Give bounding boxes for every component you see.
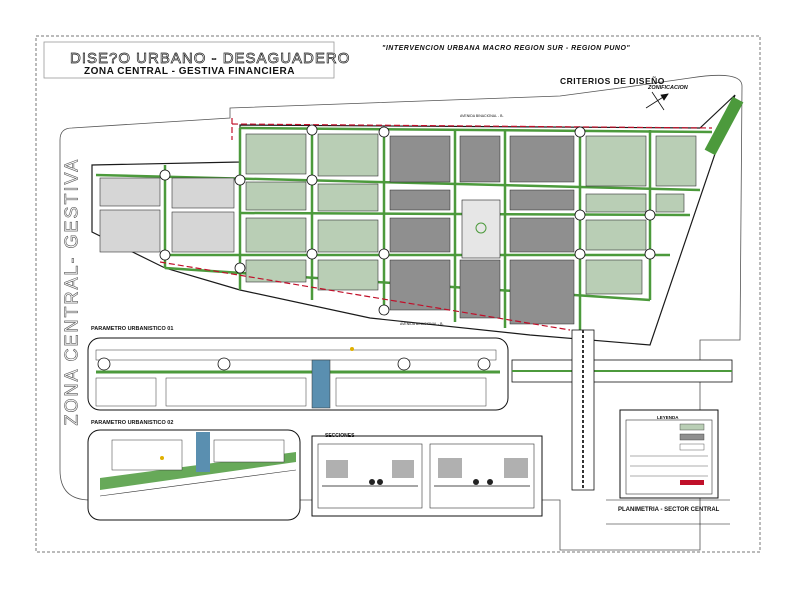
block <box>389 259 451 311</box>
sections-label: SECCIONES <box>325 433 355 439</box>
detail-panel-02 <box>87 429 301 521</box>
block <box>389 189 451 211</box>
roundabout <box>378 304 390 316</box>
blocks-gray <box>389 135 575 325</box>
roundabout <box>574 126 586 138</box>
block <box>245 259 307 283</box>
axis-south <box>159 261 571 331</box>
title-box <box>43 41 335 79</box>
param-01-label: PARAMETRO URBANISTICO 01 <box>91 326 174 332</box>
detail-panel-01 <box>87 337 509 411</box>
blocks-west <box>99 177 235 253</box>
north-arrow-icon <box>645 91 669 111</box>
road-label-north: AVENIDA BINACIONAL - B- <box>460 114 504 118</box>
roundabout <box>574 209 586 221</box>
block <box>389 135 451 183</box>
block <box>509 135 575 183</box>
highway-diagonal <box>704 96 744 156</box>
roundabout <box>644 248 656 260</box>
plan-title: PLANIMETRIA - SECTOR CENTRAL <box>618 507 720 513</box>
plaza-fountain <box>475 222 487 234</box>
roundabout <box>306 174 318 186</box>
block <box>585 193 647 213</box>
axis-lines <box>159 118 713 331</box>
block <box>655 193 685 213</box>
road-label-south: AVENIDA BINACIONAL - B- <box>400 322 444 326</box>
legend-title: LEYENDA <box>657 415 679 420</box>
site-boundary <box>59 74 743 551</box>
block <box>317 133 379 177</box>
block <box>245 217 307 253</box>
criteria-subheading: ZONIFICACION <box>648 85 688 91</box>
road-central-1 <box>95 173 701 192</box>
block <box>317 259 379 291</box>
roundabouts <box>159 124 656 316</box>
axis-north <box>231 123 713 129</box>
block <box>509 217 575 253</box>
roundabout <box>159 169 171 181</box>
vertical-title: ZONA CENTRAL- GESTIVA <box>61 157 82 426</box>
roundabout <box>234 262 246 274</box>
block <box>655 135 697 187</box>
param-02-label: PARAMETRO URBANISTICO 02 <box>91 420 174 426</box>
block <box>171 177 235 209</box>
roundabout <box>378 248 390 260</box>
block <box>509 189 575 211</box>
block <box>171 211 235 253</box>
sections-panel <box>311 435 543 517</box>
legend-box <box>619 409 719 499</box>
roundabout <box>574 248 586 260</box>
sheet-border <box>35 35 761 553</box>
block <box>509 259 575 325</box>
block <box>317 183 379 212</box>
block <box>585 259 643 295</box>
block <box>317 219 379 253</box>
road-north <box>239 126 713 134</box>
roundabout <box>644 209 656 221</box>
blocks-green <box>245 133 697 295</box>
block <box>245 133 307 175</box>
highway-interchange <box>511 96 744 491</box>
roundabout <box>234 174 246 186</box>
roundabout <box>378 126 390 138</box>
block <box>245 181 307 211</box>
central-plaza <box>461 199 501 259</box>
block <box>585 135 647 187</box>
title-main: DISE?O URBANO - DESAGUADERO <box>70 50 351 68</box>
block <box>459 259 501 319</box>
block <box>389 217 451 253</box>
block <box>459 135 501 183</box>
criteria-heading: CRITERIOS DE DISEÑO <box>560 76 665 86</box>
block <box>585 219 647 251</box>
title-subtitle: ZONA CENTRAL - GESTIVA FINANCIERA <box>84 66 295 77</box>
block <box>99 209 161 253</box>
roundabout <box>306 248 318 260</box>
roundabout <box>306 124 318 136</box>
roundabout <box>159 249 171 261</box>
block <box>99 177 161 207</box>
project-title: "INTERVENCION URBANA MACRO REGION SUR - … <box>382 45 631 52</box>
